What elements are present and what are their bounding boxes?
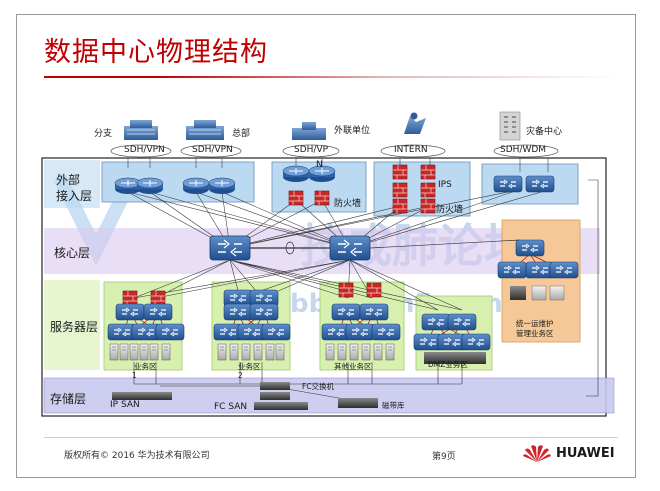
label-ip-san: IP SAN [110, 400, 140, 410]
firewall-5-icon [392, 198, 408, 214]
core-switch-2-icon [329, 235, 371, 261]
zone-label-business-2: 业务区 [238, 362, 261, 371]
zone-label-business-1: 业务区 [134, 362, 157, 371]
internet-user-icon [404, 112, 426, 134]
link-ellipses [110, 144, 559, 158]
access-router-5-icon [282, 165, 310, 183]
tape-library-icon [338, 398, 378, 408]
core-server-links [133, 259, 463, 311]
layer-label-access: 外部 接入层 [56, 173, 93, 203]
firewall-2-icon [314, 190, 330, 206]
label-fc-san: FC SAN [214, 402, 248, 412]
ips-1-icon [392, 164, 408, 180]
footer-rule [44, 437, 618, 438]
link-sdh-vpn-2: SDH/VPN [192, 145, 233, 155]
link-sdh-vp: SDH/VP [294, 145, 329, 155]
fc-switch-2-icon [260, 392, 290, 400]
access-router-2-icon [136, 177, 164, 195]
access-router-3-icon [182, 177, 210, 195]
datacenter-boundary [41, 157, 607, 417]
label-tape-library: 磁带库 [382, 401, 405, 410]
label-branch: 分支 [94, 129, 113, 139]
label-external-unit: 外联单位 [334, 126, 371, 136]
firewall-1-icon [288, 190, 304, 206]
zone-number-1: 1 [132, 371, 137, 380]
ops-mgmt-devices [497, 239, 579, 301]
layer-label-core: 核心层 [54, 246, 91, 260]
link-sdh-vpn-1: SDH/VPN [124, 145, 165, 155]
access-core-links [127, 189, 549, 249]
title-rule [44, 76, 618, 78]
zone-label-ops-line2: 管理业务区 [516, 329, 554, 338]
ip-san-array-icon [112, 392, 172, 400]
fc-switch-1-icon [260, 382, 290, 390]
link-sdh-wdm: SDH/WDM [500, 145, 547, 155]
disaster-center-building-icon [499, 111, 521, 141]
label-firewall-2: 防火墙 [436, 205, 464, 215]
core-switch-1-icon [209, 235, 251, 261]
storage-links [133, 362, 463, 401]
firewall-6-icon [420, 198, 436, 214]
zone-label-dmz: DMZ业务区 [428, 360, 468, 369]
ips-2-icon [420, 164, 436, 180]
page-title: 数据中心物理结构 [44, 37, 268, 68]
firewall-4-icon [420, 182, 436, 198]
link-intern: INTERN [394, 145, 428, 155]
headquarters-building-icon [186, 120, 224, 140]
external-unit-building-icon [292, 122, 326, 140]
footer-page-number: 第9页 [432, 452, 456, 462]
fc-san-array-icon [254, 402, 308, 410]
layer-label-server: 服务器层 [50, 320, 99, 334]
label-ips: IPS [438, 180, 452, 190]
label-disaster-center: 灾备中心 [526, 127, 563, 137]
zone-label-other-business: 其他业务区 [334, 362, 372, 371]
label-firewall-1: 防火墙 [334, 199, 362, 209]
access-router-4-icon [208, 177, 236, 195]
storage-devices [112, 382, 378, 410]
label-fc-switch: FC交换机 [302, 382, 335, 391]
branch-building-icon [124, 120, 158, 140]
label-headquarters: 总部 [232, 129, 251, 139]
dmz-devices [413, 313, 491, 364]
huawei-logo-icon [523, 445, 551, 462]
footer-brand: HUAWEI [556, 446, 615, 461]
ops-side-link [586, 179, 599, 397]
dr-switch-1-icon [493, 175, 523, 193]
layer-label-storage: 存储层 [50, 392, 87, 406]
zone-label-ops-line1: 统一运维护 [516, 319, 554, 328]
zone-number-2: 2 [238, 371, 243, 380]
footer-copyright: 版权所有© 2016 华为技术有限公司 [64, 451, 210, 461]
dr-switch-2-icon [525, 175, 555, 193]
server-layer-band [44, 280, 100, 370]
access-layer-band [44, 160, 100, 208]
label-n: N [316, 160, 323, 170]
firewall-3-icon [392, 182, 408, 198]
